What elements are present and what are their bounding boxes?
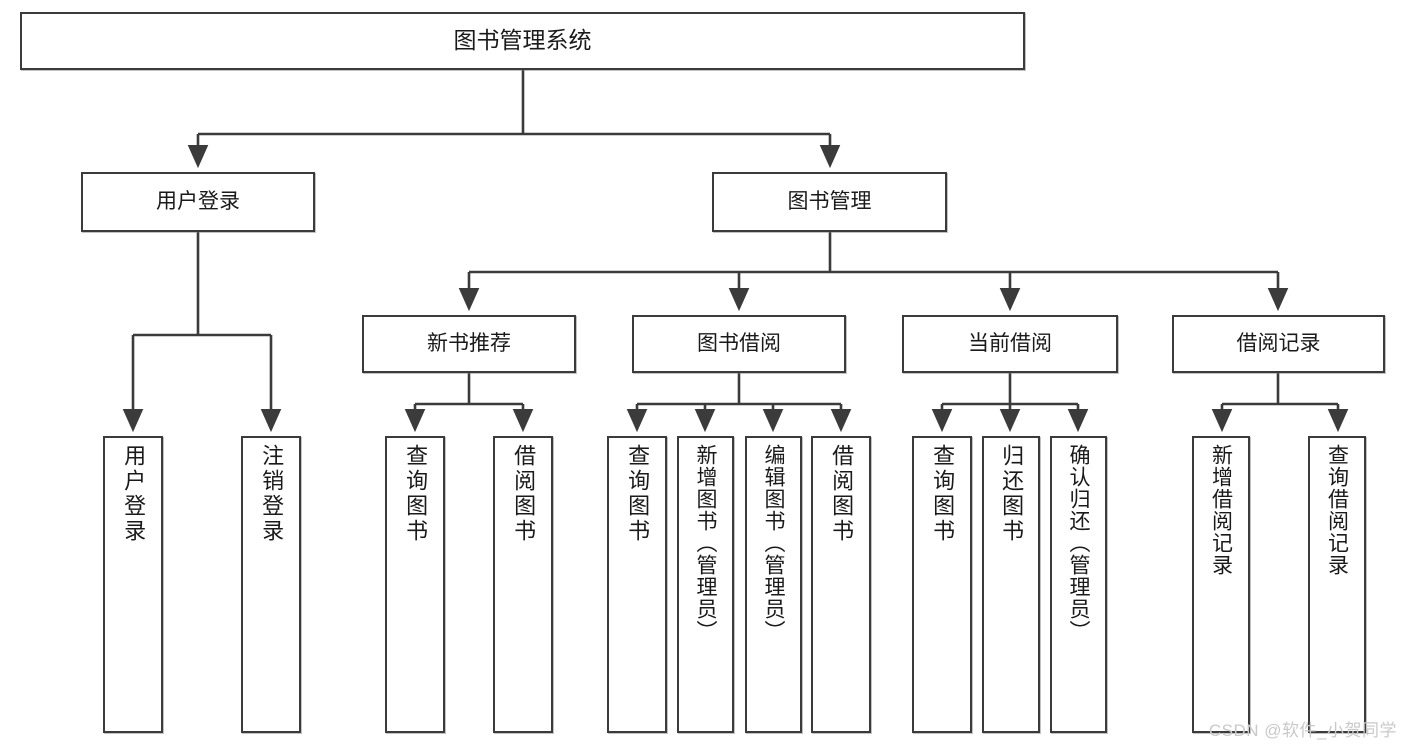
node-label: 当前借阅 bbox=[968, 331, 1052, 355]
node-user-login[interactable]: 用户登录 bbox=[81, 172, 315, 232]
node-label: 图书管理系统 bbox=[453, 27, 592, 54]
leaf-borrow-query-book[interactable]: 查询图书 bbox=[607, 436, 667, 733]
node-label: 借阅图书 bbox=[511, 444, 537, 544]
node-label: 借阅记录 bbox=[1236, 331, 1321, 355]
leaf-recommend-borrow-book[interactable]: 借阅图书 bbox=[493, 436, 553, 733]
leaf-user-login-login[interactable]: 用户登录 bbox=[103, 436, 163, 733]
leaf-record-query-borrow-record[interactable]: 查询借阅记录 bbox=[1308, 436, 1366, 733]
leaf-borrow-borrow-book[interactable]: 借阅图书 bbox=[811, 436, 871, 733]
leaf-recommend-query-book[interactable]: 查询图书 bbox=[385, 436, 445, 733]
watermark-text: CSDN @软件_小贺同学 bbox=[1208, 721, 1397, 740]
node-label: 借阅图书 bbox=[829, 444, 855, 544]
node-borrow-record[interactable]: 借阅记录 bbox=[1172, 315, 1385, 373]
leaf-record-add-borrow-record[interactable]: 新增借阅记录 bbox=[1192, 436, 1250, 733]
node-label: 用户登录 bbox=[121, 444, 147, 544]
node-label: 查询图书 bbox=[403, 444, 429, 544]
node-label: 新书推荐 bbox=[427, 331, 511, 355]
node-label: 归还图书 bbox=[999, 444, 1025, 544]
node-book-borrow[interactable]: 图书借阅 bbox=[632, 315, 846, 373]
leaf-user-login-logout[interactable]: 注销登录 bbox=[241, 436, 301, 733]
node-new-book-recommend[interactable]: 新书推荐 bbox=[362, 315, 576, 373]
node-book-management[interactable]: 图书管理 bbox=[712, 172, 947, 232]
node-label: 查询图书 bbox=[930, 444, 956, 544]
node-label: 新增图书（管理员） bbox=[694, 444, 718, 642]
node-label: 编辑图书（管理员） bbox=[762, 444, 786, 642]
leaf-current-confirm-return-admin[interactable]: 确认归还（管理员） bbox=[1050, 436, 1107, 733]
node-label: 新增借阅记录 bbox=[1209, 444, 1233, 576]
node-label: 注销登录 bbox=[259, 444, 285, 544]
node-root-book-management-system[interactable]: 图书管理系统 bbox=[20, 12, 1025, 70]
node-label: 查询借阅记录 bbox=[1325, 444, 1349, 576]
leaf-current-return-book[interactable]: 归还图书 bbox=[982, 436, 1040, 733]
node-label: 图书借阅 bbox=[697, 331, 781, 355]
node-label: 图书管理 bbox=[787, 189, 872, 213]
node-current-borrow[interactable]: 当前借阅 bbox=[902, 315, 1118, 373]
node-label: 确认归还（管理员） bbox=[1067, 444, 1091, 642]
node-label: 查询图书 bbox=[625, 444, 651, 544]
node-label: 用户登录 bbox=[156, 189, 240, 213]
leaf-borrow-edit-book-admin[interactable]: 编辑图书（管理员） bbox=[745, 436, 802, 733]
leaf-current-query-book[interactable]: 查询图书 bbox=[912, 436, 972, 733]
leaf-borrow-add-book-admin[interactable]: 新增图书（管理员） bbox=[677, 436, 734, 733]
